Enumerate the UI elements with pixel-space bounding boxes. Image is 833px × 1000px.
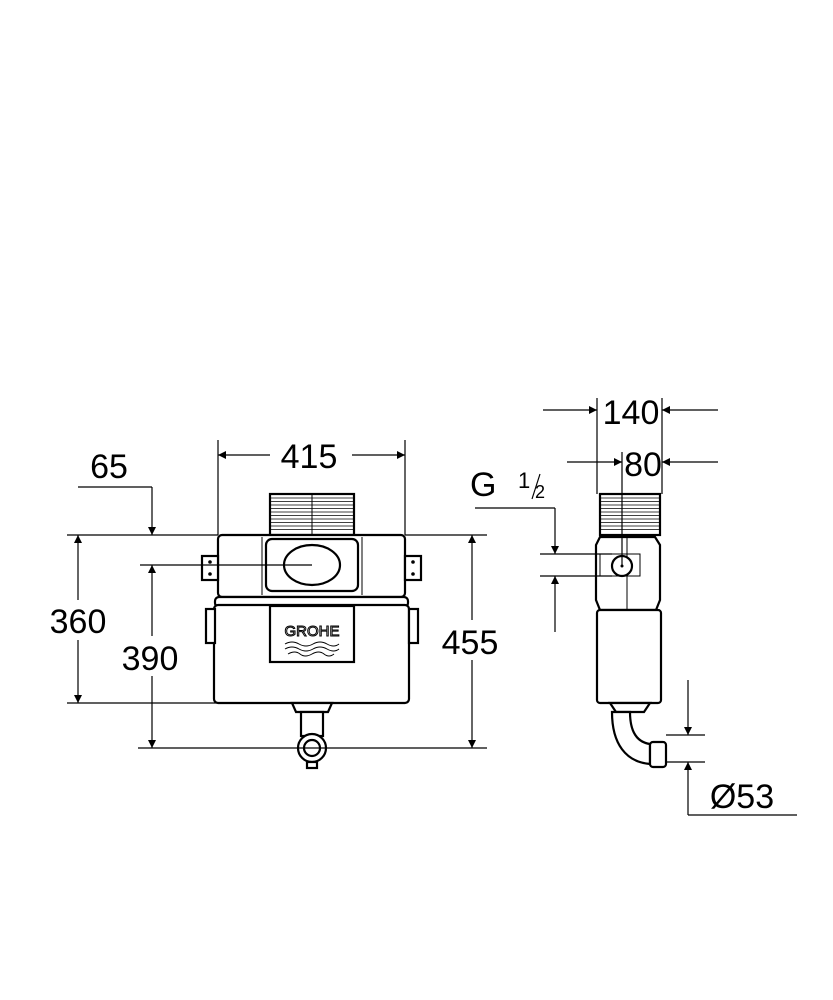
front-view: GROHE bbox=[200, 492, 423, 770]
outlet-pipe bbox=[299, 710, 325, 738]
side-dimensions: 140 80 G 1 2 Ø53 bbox=[470, 394, 797, 816]
dim-offset-65: 65 bbox=[90, 448, 128, 486]
top-grille bbox=[268, 492, 356, 537]
logo-panel bbox=[268, 604, 356, 664]
dim-height-360: 360 bbox=[50, 603, 107, 641]
side-lower bbox=[595, 608, 663, 705]
logo-waves bbox=[284, 641, 340, 657]
side-view bbox=[594, 492, 668, 769]
connection-numerator: 1 bbox=[518, 468, 530, 493]
outlet-bend bbox=[610, 710, 652, 766]
dim-height-390: 390 bbox=[122, 640, 179, 678]
dim-depth-80: 80 bbox=[624, 446, 662, 484]
dim-outlet-diameter: Ø53 bbox=[710, 778, 774, 816]
grohe-logo: GROHE bbox=[284, 623, 339, 640]
bracket-right bbox=[403, 554, 423, 582]
connection-denominator: 2 bbox=[535, 482, 545, 502]
dim-width-415: 415 bbox=[281, 438, 338, 476]
fraction-slash bbox=[531, 473, 541, 500]
front-dimensions: 415 65 360 390 455 bbox=[50, 438, 499, 749]
outlet-socket bbox=[648, 740, 668, 769]
dim-height-455: 455 bbox=[442, 624, 499, 662]
bracket-left bbox=[200, 554, 220, 582]
connection-label-g: G bbox=[470, 466, 496, 504]
side-grille bbox=[598, 492, 662, 537]
dim-depth-140: 140 bbox=[603, 394, 660, 432]
